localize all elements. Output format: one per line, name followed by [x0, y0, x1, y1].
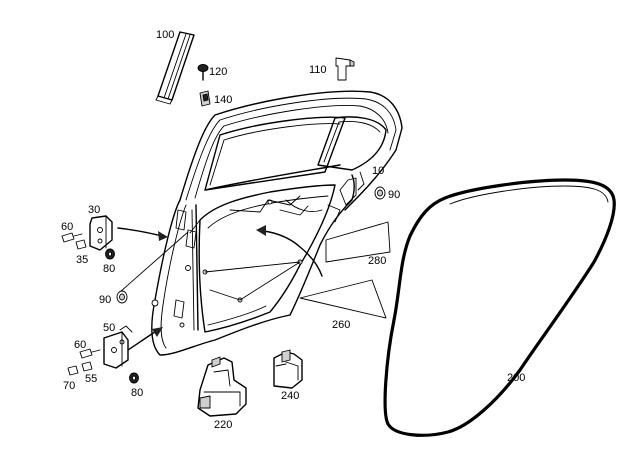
part-90-grommet-mid	[116, 290, 159, 307]
label-55: 55	[85, 373, 97, 385]
label-100: 100	[156, 29, 174, 41]
part-labels: 100 120 140 110 10 90 30 60 35 80 90 50 …	[61, 29, 525, 431]
label-110: 110	[309, 64, 327, 76]
label-120: 120	[209, 66, 227, 78]
label-30: 30	[88, 204, 100, 216]
label-220: 220	[214, 419, 232, 431]
label-200: 200	[507, 372, 525, 384]
part-200-door-seal	[383, 178, 616, 437]
part-55-nut	[81, 361, 93, 372]
part-60-bolt-bottom	[79, 348, 101, 359]
part-100-window-channel	[155, 31, 195, 105]
door-shell	[151, 90, 403, 356]
arrows	[117, 219, 323, 351]
label-10: 10	[372, 165, 384, 177]
part-35-nut	[75, 239, 87, 250]
part-70-nut	[67, 365, 79, 376]
label-50: 50	[103, 322, 115, 334]
label-280: 280	[368, 255, 386, 267]
part-280-film	[325, 221, 391, 263]
part-110-bracket	[335, 57, 355, 81]
label-60-bottom: 60	[74, 339, 86, 351]
part-50-lower-hinge	[103, 325, 133, 369]
label-35: 35	[76, 254, 88, 266]
label-90-mid: 90	[99, 294, 111, 306]
part-90-grommet-top	[374, 186, 386, 200]
part-240-lock-cover	[273, 349, 303, 389]
part-30-upper-hinge	[89, 215, 113, 251]
part-10-lock	[357, 171, 365, 191]
label-240: 240	[281, 390, 299, 402]
label-140: 140	[214, 94, 232, 106]
part-80-grommet-top	[105, 248, 115, 260]
part-140-clip	[199, 90, 211, 107]
part-260-film	[299, 279, 387, 319]
label-80-top: 80	[103, 263, 115, 275]
label-80-bottom: 80	[131, 387, 143, 399]
label-260: 260	[332, 319, 350, 331]
part-120-screw	[197, 64, 209, 81]
label-70: 70	[63, 380, 75, 392]
part-220-lower-trim	[197, 356, 247, 417]
label-90-top: 90	[388, 189, 400, 201]
part-80-grommet-bottom	[129, 372, 139, 384]
label-60-top: 60	[61, 221, 73, 233]
part-60-bolt-top	[61, 232, 83, 243]
